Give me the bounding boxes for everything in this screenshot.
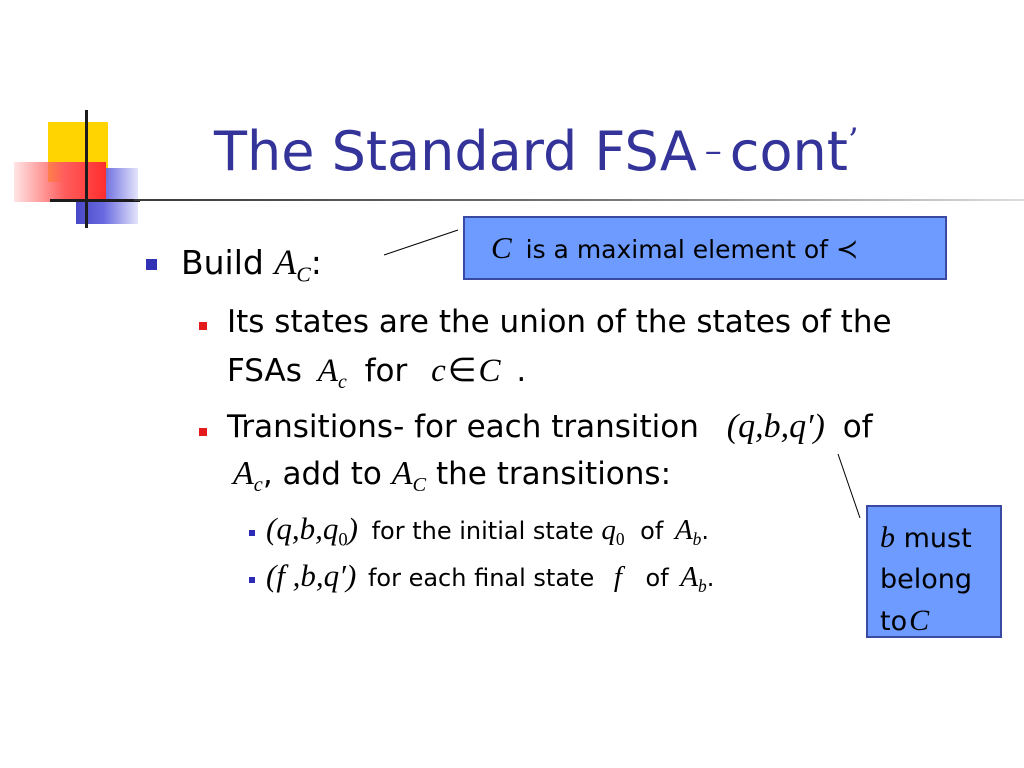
math-tuple-close: ): [347, 511, 358, 546]
callout-must-belong-text: b must belong toC: [880, 517, 972, 642]
callout-top-pointer: [383, 229, 459, 256]
callout-line1: b must: [880, 517, 972, 559]
bullet-marker-level3: [249, 577, 255, 583]
callout-line2: belong: [880, 564, 973, 595]
of-label: of: [842, 409, 873, 445]
math-sub-0: 0: [338, 529, 348, 551]
math-A-C: AC: [274, 242, 310, 287]
math-A: A: [274, 242, 297, 282]
math-A: A: [674, 514, 693, 546]
bullet-states-line1: Its states are the union of the states o…: [227, 304, 892, 340]
slide-title: The Standard FSA–cont’: [214, 120, 859, 183]
math-sub-b: b: [692, 529, 702, 550]
math-q: q: [601, 514, 616, 546]
decor-red-square: [14, 162, 106, 202]
math-sub-C: C: [296, 262, 311, 287]
fsas-label: FSAs: [227, 353, 302, 389]
period: .: [516, 353, 527, 389]
math-sub-c: c: [253, 474, 263, 497]
build-label: Build: [181, 243, 264, 282]
math-A-b: Ab: [674, 514, 702, 550]
math-c: c: [431, 353, 446, 389]
math-A: A: [317, 353, 338, 389]
math-precedes-symbol: ≺: [835, 234, 859, 265]
period: .: [706, 564, 715, 592]
decor-vertical-line: [85, 110, 88, 228]
math-c-in-C: c∈C: [431, 353, 500, 389]
bullet-marker-level1: [146, 259, 157, 270]
subbullet-initial-state: (q,b,q0) for the initial state q0 of Ab.: [266, 511, 709, 552]
math-tuple-q-b-q0: (q,b,q0): [266, 511, 358, 551]
initial-state-label: for the initial state: [371, 517, 594, 545]
callout-must-belong: b must belong toC: [866, 505, 1002, 638]
title-apostrophe: ’: [847, 121, 859, 161]
subbullet-final-state: (f ,b,q′) for each final state f of Ab.: [266, 558, 714, 597]
callout-maximal-text: C is a maximal element of ≺: [491, 230, 859, 266]
math-tuple-q-b-qprime: (q,b,q′): [726, 408, 825, 445]
math-C: C: [491, 230, 512, 265]
bullet-marker-level2: [199, 322, 207, 330]
math-A: A: [391, 455, 413, 492]
math-q0: q0: [601, 514, 625, 550]
decor-horizontal-line: [50, 199, 140, 202]
add-to-label: , add to: [262, 456, 382, 492]
period: .: [701, 517, 709, 545]
math-sub-b: b: [698, 576, 707, 597]
math-tuple-f-b-qprime: (f ,b,q′): [266, 558, 357, 593]
of-label: of: [645, 564, 669, 592]
transitions-label: Transitions- for each transition: [227, 409, 699, 445]
callout-bottom-pointer: [837, 453, 861, 519]
bullet-states-line2: FSAs Ac for c∈C .: [227, 350, 526, 394]
maximal-element-label: is a maximal element of: [525, 235, 828, 264]
must-label: must: [903, 523, 972, 554]
callout-line3: toC: [880, 600, 972, 642]
to-label: to: [880, 606, 908, 637]
math-A-C: AC: [391, 455, 426, 496]
of-label: of: [640, 517, 664, 545]
for-label: for: [364, 353, 408, 389]
math-A-b: Ab: [680, 561, 707, 597]
final-state-label: for each final state: [367, 564, 595, 592]
title-suffix: cont: [729, 120, 848, 183]
bullet-transitions-line1: Transitions- for each transition (q,b,q′…: [227, 408, 873, 446]
title-main: The Standard FSA: [214, 120, 697, 183]
math-A: A: [233, 455, 254, 492]
math-element-of: ∈: [447, 353, 477, 389]
bullet-marker-level2: [199, 428, 207, 436]
bullet-build: Build AC:: [181, 241, 322, 288]
bullet-transitions-line2: Ac, add to AC the transitions:: [233, 455, 671, 497]
title-underline-rule: [134, 199, 1024, 201]
math-C: C: [478, 353, 501, 389]
title-dash: –: [704, 131, 722, 171]
math-b: b: [880, 521, 895, 554]
math-A-c: Ac: [233, 455, 263, 496]
math-C: C: [909, 604, 930, 637]
math-sub-0: 0: [615, 529, 625, 550]
math-A: A: [680, 561, 699, 593]
math-f: f: [613, 561, 622, 593]
math-sub-c: c: [337, 370, 347, 393]
bullet-marker-level3: [249, 530, 255, 536]
transitions-suffix: the transitions:: [436, 456, 672, 492]
math-tuple-open: (q,b,q: [266, 511, 339, 546]
math-A-c: Ac: [317, 353, 347, 393]
build-colon: :: [310, 243, 322, 282]
math-sub-C: C: [412, 474, 427, 497]
callout-maximal-element: C is a maximal element of ≺: [463, 216, 947, 280]
